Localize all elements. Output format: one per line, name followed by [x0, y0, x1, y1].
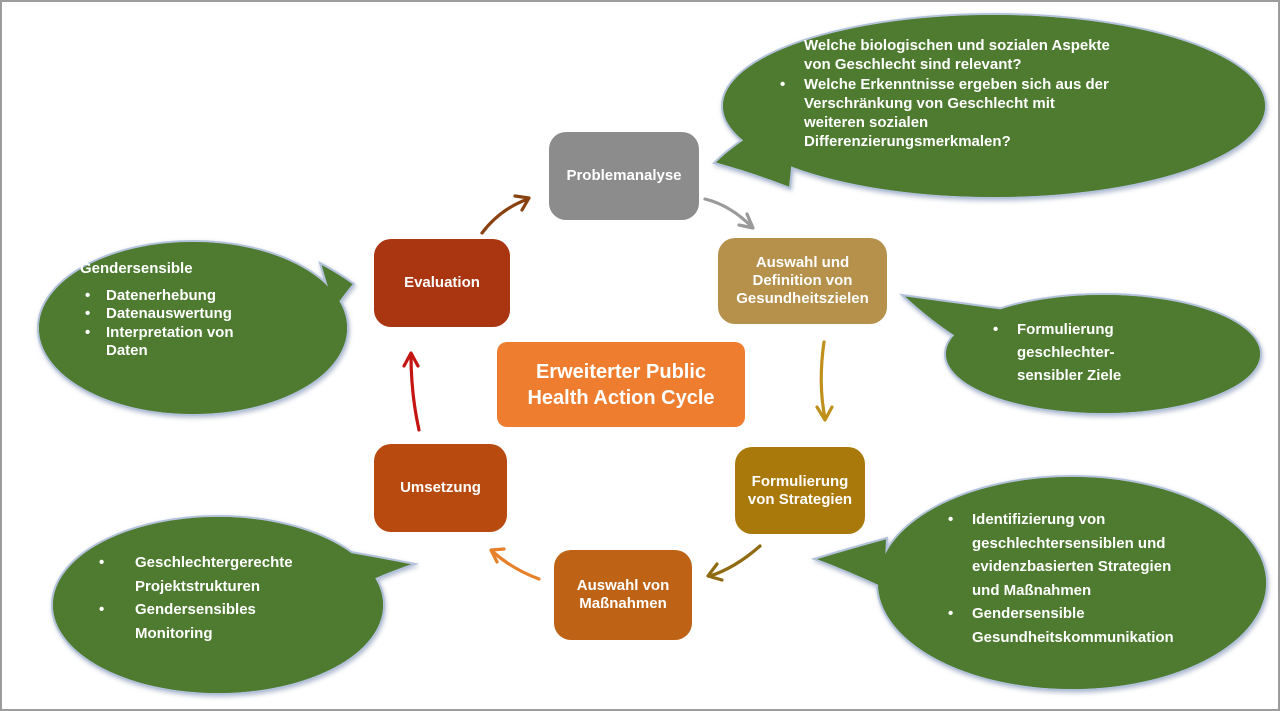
node-strategien: Formulierung von Strategien	[735, 447, 865, 534]
callout-item: Formulierung geschlechter- sensibler Zie…	[987, 318, 1227, 387]
node-label: Auswahl und Definition von Gesundheitszi…	[736, 254, 869, 307]
center-title: Erweiterter Public Health Action Cycle	[527, 360, 715, 409]
node-label: Problemanalyse	[566, 167, 682, 184]
arrow-massnahmen-to-umsetzung	[489, 547, 541, 581]
callout-item: Datenerhebung	[80, 287, 335, 306]
callout-problemanalyse-text: Welche biologischen und sozialen Aspekte…	[774, 36, 1194, 152]
callout-item: Datenauswertung	[80, 305, 335, 324]
node-problemanalyse: Problemanalyse	[549, 132, 699, 220]
arrow-umsetzung-to-evaluation	[402, 351, 421, 432]
callout-item: Welche biologischen und sozialen Aspekte…	[774, 36, 1194, 74]
callout-item: Gendersensible Gesundheitskommunikation	[940, 602, 1250, 649]
center-title-box: Erweiterter Public Health Action Cycle	[497, 342, 745, 427]
callout-item: Interpretation von Daten	[80, 324, 335, 361]
callout-item-list: Welche biologischen und sozialen Aspekte…	[774, 36, 1194, 151]
callout-strategien-text: Identifizierung von geschlechtersensible…	[940, 508, 1250, 649]
callout-umsetzung-text: Geschlechtergerechte Projektstrukturen G…	[90, 551, 350, 645]
callout-item-list: Formulierung geschlechter- sensibler Zie…	[987, 318, 1227, 387]
node-massnahmen: Auswahl von Maßnahmen	[554, 550, 692, 640]
node-label: Umsetzung	[400, 479, 481, 496]
callout-heading: Gendersensible	[80, 260, 193, 277]
callout-evaluation-text: Gendersensible Datenerhebung Datenauswer…	[80, 260, 335, 361]
arrow-ziele-to-strategien	[815, 340, 834, 422]
callout-item: Identifizierung von geschlechtersensible…	[940, 508, 1250, 602]
callout-item: Geschlechtergerechte Projektstrukturen	[90, 551, 350, 598]
node-label: Formulierung von Strategien	[747, 472, 853, 508]
node-gesundheitsziele: Auswahl und Definition von Gesundheitszi…	[718, 238, 887, 324]
arrow-evaluation-to-problemanalyse	[480, 194, 531, 235]
callout-item-list: Identifizierung von geschlechtersensible…	[940, 508, 1250, 649]
callout-item-list: Geschlechtergerechte Projektstrukturen G…	[90, 551, 350, 645]
node-umsetzung: Umsetzung	[374, 444, 507, 532]
arrow-strategien-to-massnahmen	[706, 544, 762, 582]
node-label: Evaluation	[404, 274, 480, 291]
node-evaluation: Evaluation	[374, 239, 510, 327]
callout-item: Welche Erkenntnisse ergeben sich aus der…	[774, 75, 1194, 151]
callout-ziele-text: Formulierung geschlechter- sensibler Zie…	[987, 318, 1227, 387]
callout-item: Gendersensibles Monitoring	[90, 598, 350, 645]
callout-item-list: Datenerhebung Datenauswertung Interpreta…	[80, 287, 335, 361]
node-label: Auswahl von Maßnahmen	[576, 577, 670, 612]
